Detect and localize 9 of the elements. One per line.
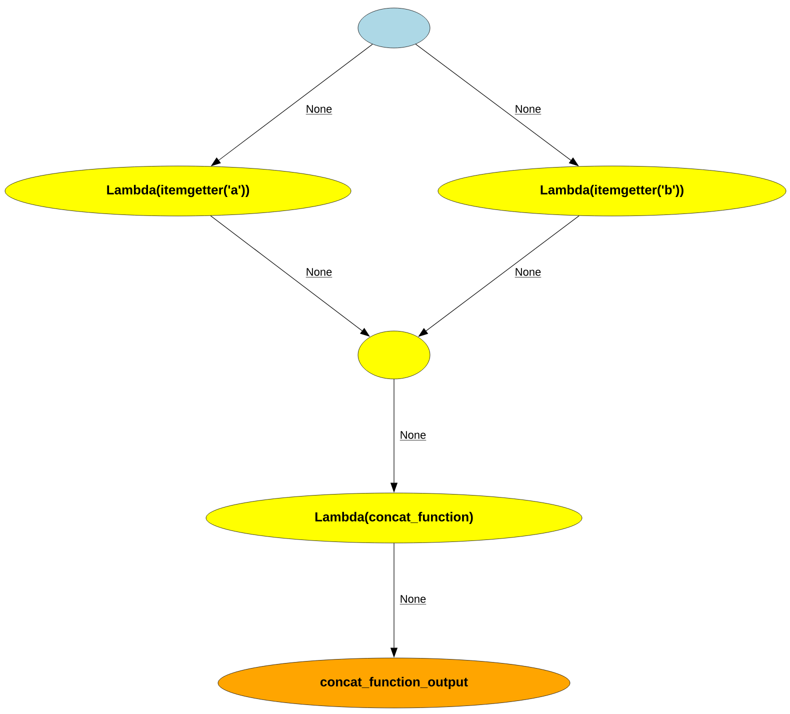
edge-label: None (514, 267, 542, 279)
edge-label: None (304, 104, 334, 116)
edge-label: None (398, 430, 428, 442)
edge-label: None (398, 594, 428, 606)
empty-ellipse (358, 330, 430, 380)
empty-ellipse (358, 8, 430, 48)
edge-label: None (514, 104, 542, 116)
edge-label: None (304, 267, 334, 279)
arrow (418, 215, 580, 337)
